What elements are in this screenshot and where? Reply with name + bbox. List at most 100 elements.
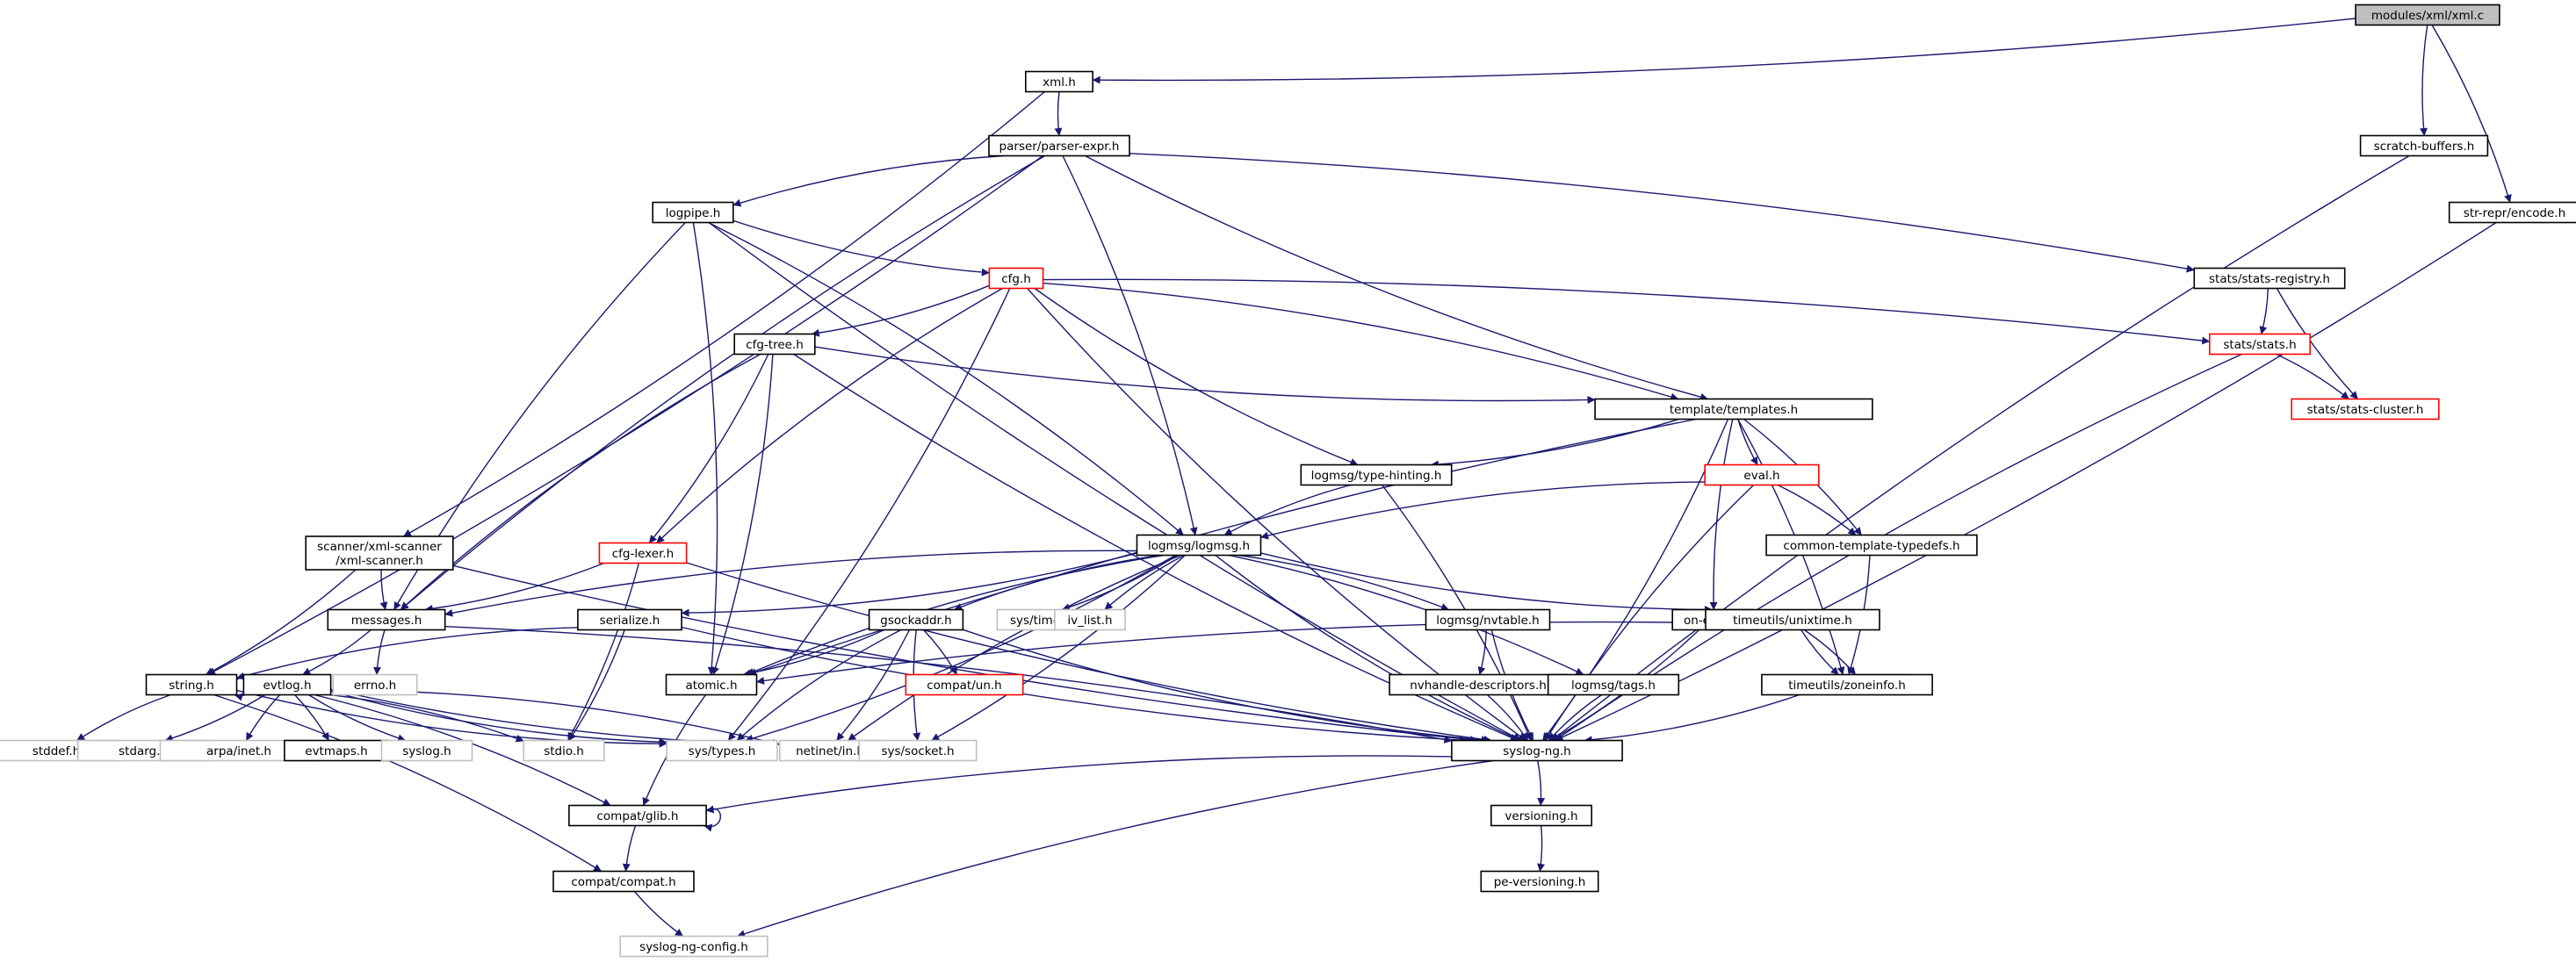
- node-box: [988, 267, 1044, 290]
- node-box: [665, 673, 758, 696]
- edge-cfg_lexer-to-messages: [424, 562, 605, 613]
- node-box: [2359, 134, 2489, 157]
- edge-eval_h-to-common_tt: [1777, 484, 1857, 536]
- node-parser-expr[interactable]: parser/parser-expr.h: [988, 134, 1130, 157]
- edge-line: [206, 569, 357, 676]
- node-compat-compat[interactable]: compat/compat.h: [552, 870, 695, 893]
- node-unixtime[interactable]: timeutils/unixtime.h: [1705, 608, 1880, 631]
- node-atomic[interactable]: atomic.h: [665, 673, 758, 696]
- node-common-tt[interactable]: common-template-typedefs.h: [1765, 534, 1978, 557]
- node-nvhandle[interactable]: nvhandle-descriptors.h: [1389, 673, 1568, 696]
- edge-line: [2431, 25, 2512, 203]
- edge-line: [164, 694, 266, 743]
- node-zoneinfo[interactable]: timeutils/zoneinfo.h: [1761, 673, 1933, 696]
- node-syslog-ng[interactable]: syslog-ng.h: [1451, 739, 1623, 762]
- edge-evtlog-to-stdio: [329, 694, 524, 743]
- node-label: pe-versioning.h: [1494, 875, 1586, 889]
- edge-evtlog-to-netinet_in: [330, 689, 781, 747]
- node-serialize[interactable]: serialize.h: [577, 608, 682, 631]
- edge-logmsg-to-netinet_in: [848, 554, 1181, 742]
- edge-line: [236, 689, 667, 748]
- node-type-hinting[interactable]: logmsg/type-hinting.h: [1300, 464, 1453, 486]
- node-xml-h[interactable]: xml.h: [1025, 70, 1094, 93]
- node-box: [1451, 739, 1623, 762]
- node-gsockaddr[interactable]: gsockaddr.h: [868, 608, 964, 631]
- edge-line: [705, 755, 1452, 814]
- edge-messages-to-errno_h: [372, 629, 386, 675]
- edge-line: [811, 284, 990, 337]
- edge-line: [746, 554, 1165, 676]
- node-scratch[interactable]: scratch-buffers.h: [2359, 134, 2489, 157]
- node-cfg-tree[interactable]: cfg-tree.h: [733, 333, 816, 356]
- edge-evtlog-to-evtmaps: [294, 694, 330, 741]
- edge-line: [1043, 282, 1679, 401]
- edge-templates-to-on_error: [1709, 419, 1734, 610]
- edge-line: [1237, 554, 1449, 611]
- node-stats-h[interactable]: stats/stats.h: [2209, 333, 2312, 356]
- edge-logpipe-to-atomic: [692, 222, 718, 675]
- edge-string_h-to-stddef: [76, 694, 171, 742]
- edge-line: [2259, 288, 2269, 334]
- edge-line: [681, 626, 1468, 744]
- node-box: [1761, 673, 1933, 696]
- node-pe-versioning[interactable]: pe-versioning.h: [1480, 870, 1599, 893]
- node-syslog-ng-config: syslog-ng-config.h: [619, 935, 768, 958]
- edge-parser_expr-to-messages: [400, 155, 1046, 611]
- edge-line: [330, 690, 667, 746]
- node-box: [988, 134, 1130, 157]
- edge-eval_h-to-logmsg: [1260, 481, 1706, 540]
- node-compat-glib[interactable]: compat/glib.h: [568, 804, 707, 827]
- edge-serialize-to-string_h: [236, 627, 578, 680]
- edge-line: [2276, 288, 2359, 399]
- node-box: [1300, 464, 1453, 486]
- node-nvtable[interactable]: logmsg/nvtable.h: [1425, 608, 1551, 631]
- node-box: [1054, 608, 1126, 631]
- edge-line: [1260, 552, 1713, 614]
- node-tags[interactable]: logmsg/tags.h: [1547, 673, 1680, 696]
- node-box: [666, 739, 778, 762]
- node-xml-scanner[interactable]: scanner/xml-scanner/xml-scanner.h: [305, 535, 454, 571]
- node-stats-registry[interactable]: stats/stats-registry.h: [2193, 267, 2346, 290]
- node-iv-list: iv_list.h: [1054, 608, 1126, 631]
- node-box: [1136, 534, 1262, 557]
- edge-line: [1777, 484, 1857, 536]
- edge-xml_scanner-to-syslog_ng: [452, 564, 1479, 744]
- node-xml-c[interactable]: modules/xml/xml.c: [2355, 4, 2500, 26]
- node-encode[interactable]: str-repr/encode.h: [2448, 201, 2576, 224]
- node-sys-socket: sys/socket.h: [858, 739, 978, 762]
- node-templates[interactable]: template/templates.h: [1594, 398, 1873, 420]
- edge-line: [633, 891, 684, 938]
- node-evtlog[interactable]: evtlog.h: [242, 673, 332, 696]
- node-versioning[interactable]: versioning.h: [1490, 804, 1593, 827]
- node-label: evtmaps.h: [305, 744, 367, 758]
- edge-xml_c-to-xml_h: [1092, 18, 2356, 84]
- node-label: messages.h: [351, 614, 422, 628]
- node-evtmaps[interactable]: evtmaps.h: [284, 739, 389, 762]
- edge-line: [400, 155, 1046, 611]
- edge-line: [1709, 419, 1734, 610]
- edge-cfg_lexer-to-stdio: [566, 563, 640, 741]
- edge-line: [1537, 825, 1545, 872]
- node-cfg-h[interactable]: cfg.h: [988, 267, 1044, 290]
- edge-unixtime-to-zoneinfo: [1800, 629, 1839, 676]
- edge-logmsg-to-atomic: [746, 554, 1165, 676]
- node-box: [619, 935, 768, 958]
- node-logmsg[interactable]: logmsg/logmsg.h: [1136, 534, 1262, 557]
- node-box: [145, 673, 238, 696]
- node-label: errno.h: [354, 679, 396, 693]
- edge-line: [213, 694, 603, 873]
- node-label: cfg-tree.h: [746, 338, 804, 352]
- node-logpipe[interactable]: logpipe.h: [652, 201, 734, 224]
- node-stats-cluster[interactable]: stats/stats-cluster.h: [2291, 398, 2440, 420]
- edge-cfg_tree-to-templates: [814, 346, 1596, 404]
- node-compat-un[interactable]: compat/un.h: [905, 673, 1024, 696]
- edge-line: [1223, 484, 1352, 536]
- node-box: [332, 673, 418, 696]
- edge-line: [732, 155, 1004, 207]
- node-string-h[interactable]: string.h: [145, 673, 238, 696]
- edge-string_h-to-compat_compat: [213, 694, 603, 873]
- node-cfg-lexer[interactable]: cfg-lexer.h: [598, 542, 688, 564]
- node-messages[interactable]: messages.h: [327, 608, 446, 631]
- node-eval-h[interactable]: eval.h: [1704, 464, 1820, 486]
- node-box: [1705, 608, 1880, 631]
